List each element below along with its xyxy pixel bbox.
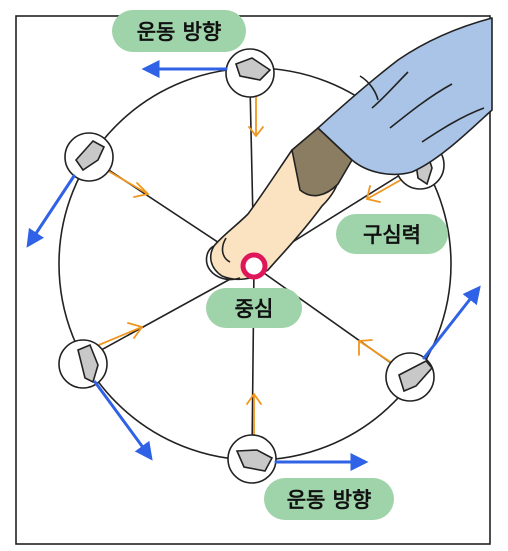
stone-lower-left — [58, 339, 108, 389]
velocity-arrow-upper-left — [26, 174, 76, 248]
stone-icon — [398, 359, 434, 393]
fist — [205, 245, 241, 281]
stone-icon — [235, 449, 274, 472]
motion-direction-label-bottom: 운동 방향 — [264, 478, 394, 520]
ring-icon — [240, 252, 268, 280]
spoke-lower-left — [82, 265, 255, 361]
velocity-arrow-lower-right — [422, 285, 481, 360]
velocity-arrows — [26, 60, 481, 471]
stone-top — [225, 48, 275, 98]
force-arrow-lower-right — [358, 339, 396, 366]
force-arrow-upper-left — [102, 167, 149, 198]
sleeve — [317, 17, 493, 176]
stone-lower-right — [385, 352, 435, 402]
cuff — [291, 127, 353, 197]
centripetal-force-label: 구심력 — [336, 214, 448, 254]
centripetal-arrows — [93, 83, 407, 448]
force-arrow-upper-right — [366, 176, 407, 203]
motion-direction-label-top: 운동 방향 — [112, 10, 246, 52]
stone-bottom — [227, 434, 277, 484]
stone-icon — [74, 139, 106, 172]
hand-with-sleeve-icon — [205, 17, 493, 281]
stone-upper-left — [64, 132, 114, 182]
stone-icon — [234, 57, 272, 81]
stone-icon — [77, 343, 99, 384]
velocity-arrow-lower-left — [93, 380, 153, 461]
force-arrow-lower-left — [93, 322, 143, 348]
stone-positions — [58, 48, 445, 484]
center-label: 중심 — [206, 288, 302, 328]
frame-border — [15, 15, 491, 545]
